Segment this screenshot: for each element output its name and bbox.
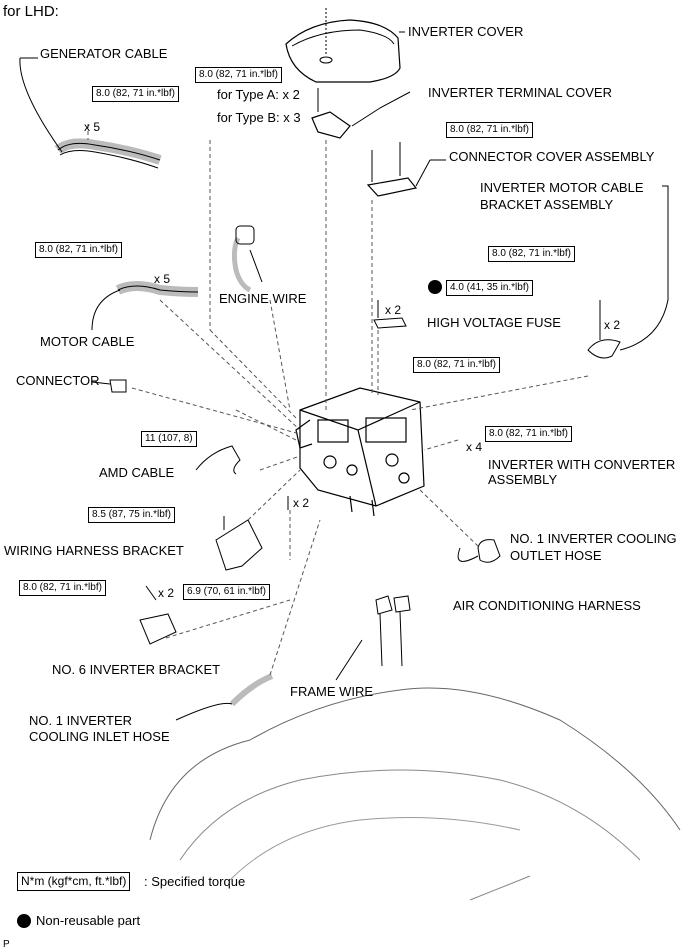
label-inverter-terminal-cover: INVERTER TERMINAL COVER [428,85,612,100]
torque-box-connector-cover: 8.0 (82, 71 in.*lbf) [446,122,533,138]
torque-box-motor-cable: 8.0 (82, 71 in.*lbf) [35,242,122,258]
count-generator-bolts: x 5 [84,120,101,134]
label-frame-wire: FRAME WIRE [290,684,374,699]
label-engine-wire: ENGINE WIRE [219,291,307,306]
label-no6-inverter-bracket: NO. 6 INVERTER BRACKET [52,662,221,677]
label-generator-cable: GENERATOR CABLE [40,46,168,61]
label-inverter-assembly: ASSEMBLY [488,472,558,487]
non-reusable-marker [428,280,442,294]
label-type-b: for Type B: x 3 [217,110,301,125]
amd-cable-shape [195,445,241,475]
label-no1-inverter: NO. 1 INVERTER [29,713,133,728]
count-no6-bolts: x 2 [158,586,175,600]
connector-cover-shape [366,177,418,197]
connector-shape [109,379,127,393]
count-motor-cable-bolts: x 5 [154,272,171,286]
label-motor-cable: MOTOR CABLE [40,334,135,349]
label-outlet-hose: OUTLET HOSE [510,548,602,563]
page-title: for LHD: [3,3,59,20]
count-center-bolts: x 2 [293,496,310,510]
generator-cable-shape [54,138,162,165]
wiring-harness-bracket-shape [215,519,263,571]
inverter-body-shape [295,387,425,517]
label-wiring-harness-bracket: WIRING HARNESS BRACKET [4,543,184,558]
terminal-cover-shape [311,111,351,139]
label-air-conditioning-harness: AIR CONDITIONING HARNESS [453,598,641,613]
legend-unit-box: N*m (kgf*cm, ft.*lbf) [17,872,131,891]
label-type-a: for Type A: x 2 [217,87,300,102]
label-connector-cover-assembly: CONNECTOR COVER ASSEMBLY [449,149,655,164]
torque-box-bracket-assembly: 8.0 (82, 71 in.*lbf) [488,246,575,262]
outlet-hose-shape [477,539,501,563]
engine-wire-shape [231,236,252,293]
inverter-cover-shape [285,19,401,83]
inlet-hose-shape [229,673,274,707]
torque-box-terminal-cover: 8.0 (82, 71 in.*lbf) [195,67,282,83]
legend-non-reusable-icon [17,914,31,928]
count-fuse-bolts: x 2 [385,303,402,317]
label-inverter-cover: INVERTER COVER [408,24,524,39]
motor-cable-bracket-shape [587,339,621,359]
label-bracket-assembly: BRACKET ASSEMBLY [480,197,614,212]
count-bracket-bolts: x 2 [604,318,621,332]
figure-code: P [3,939,10,950]
torque-box-amd-cable: 11 (107, 8) [141,431,197,447]
torque-box-wiring-harness: 8.5 (87, 75 in.*lbf) [88,507,175,523]
label-connector: CONNECTOR [16,373,100,388]
ac-harness-shape [375,595,393,615]
no6-bracket-shape [139,613,177,645]
torque-box-high-voltage-fuse: 4.0 (41, 35 in.*lbf) [446,280,533,296]
torque-box-center-bolt: 6.9 (70, 61 in.*lbf) [183,584,270,600]
legend-non-reusable-label: Non-reusable part [36,913,141,928]
legend-specified-torque: : Specified torque [144,874,246,889]
torque-box-inverter-assembly: 8.0 (82, 71 in.*lbf) [485,426,572,442]
count-inverter-bolts: x 4 [466,440,483,454]
torque-box-no6-bracket: 8.0 (82, 71 in.*lbf) [19,580,106,596]
label-inverter-motor-cable: INVERTER MOTOR CABLE [480,180,644,195]
high-voltage-fuse-shape [373,317,407,329]
torque-box-inverter-top: 8.0 (82, 71 in.*lbf) [413,357,500,373]
label-no1-inverter-cooling: NO. 1 INVERTER COOLING [510,531,677,546]
label-inverter-with-converter: INVERTER WITH CONVERTER [488,457,676,472]
engine-compartment-shape [149,687,681,841]
label-cooling-inlet-hose: COOLING INLET HOSE [29,729,170,744]
label-high-voltage-fuse: HIGH VOLTAGE FUSE [427,315,561,330]
label-amd-cable: AMD CABLE [99,465,175,480]
torque-box-generator-cable: 8.0 (82, 71 in.*lbf) [92,86,179,102]
